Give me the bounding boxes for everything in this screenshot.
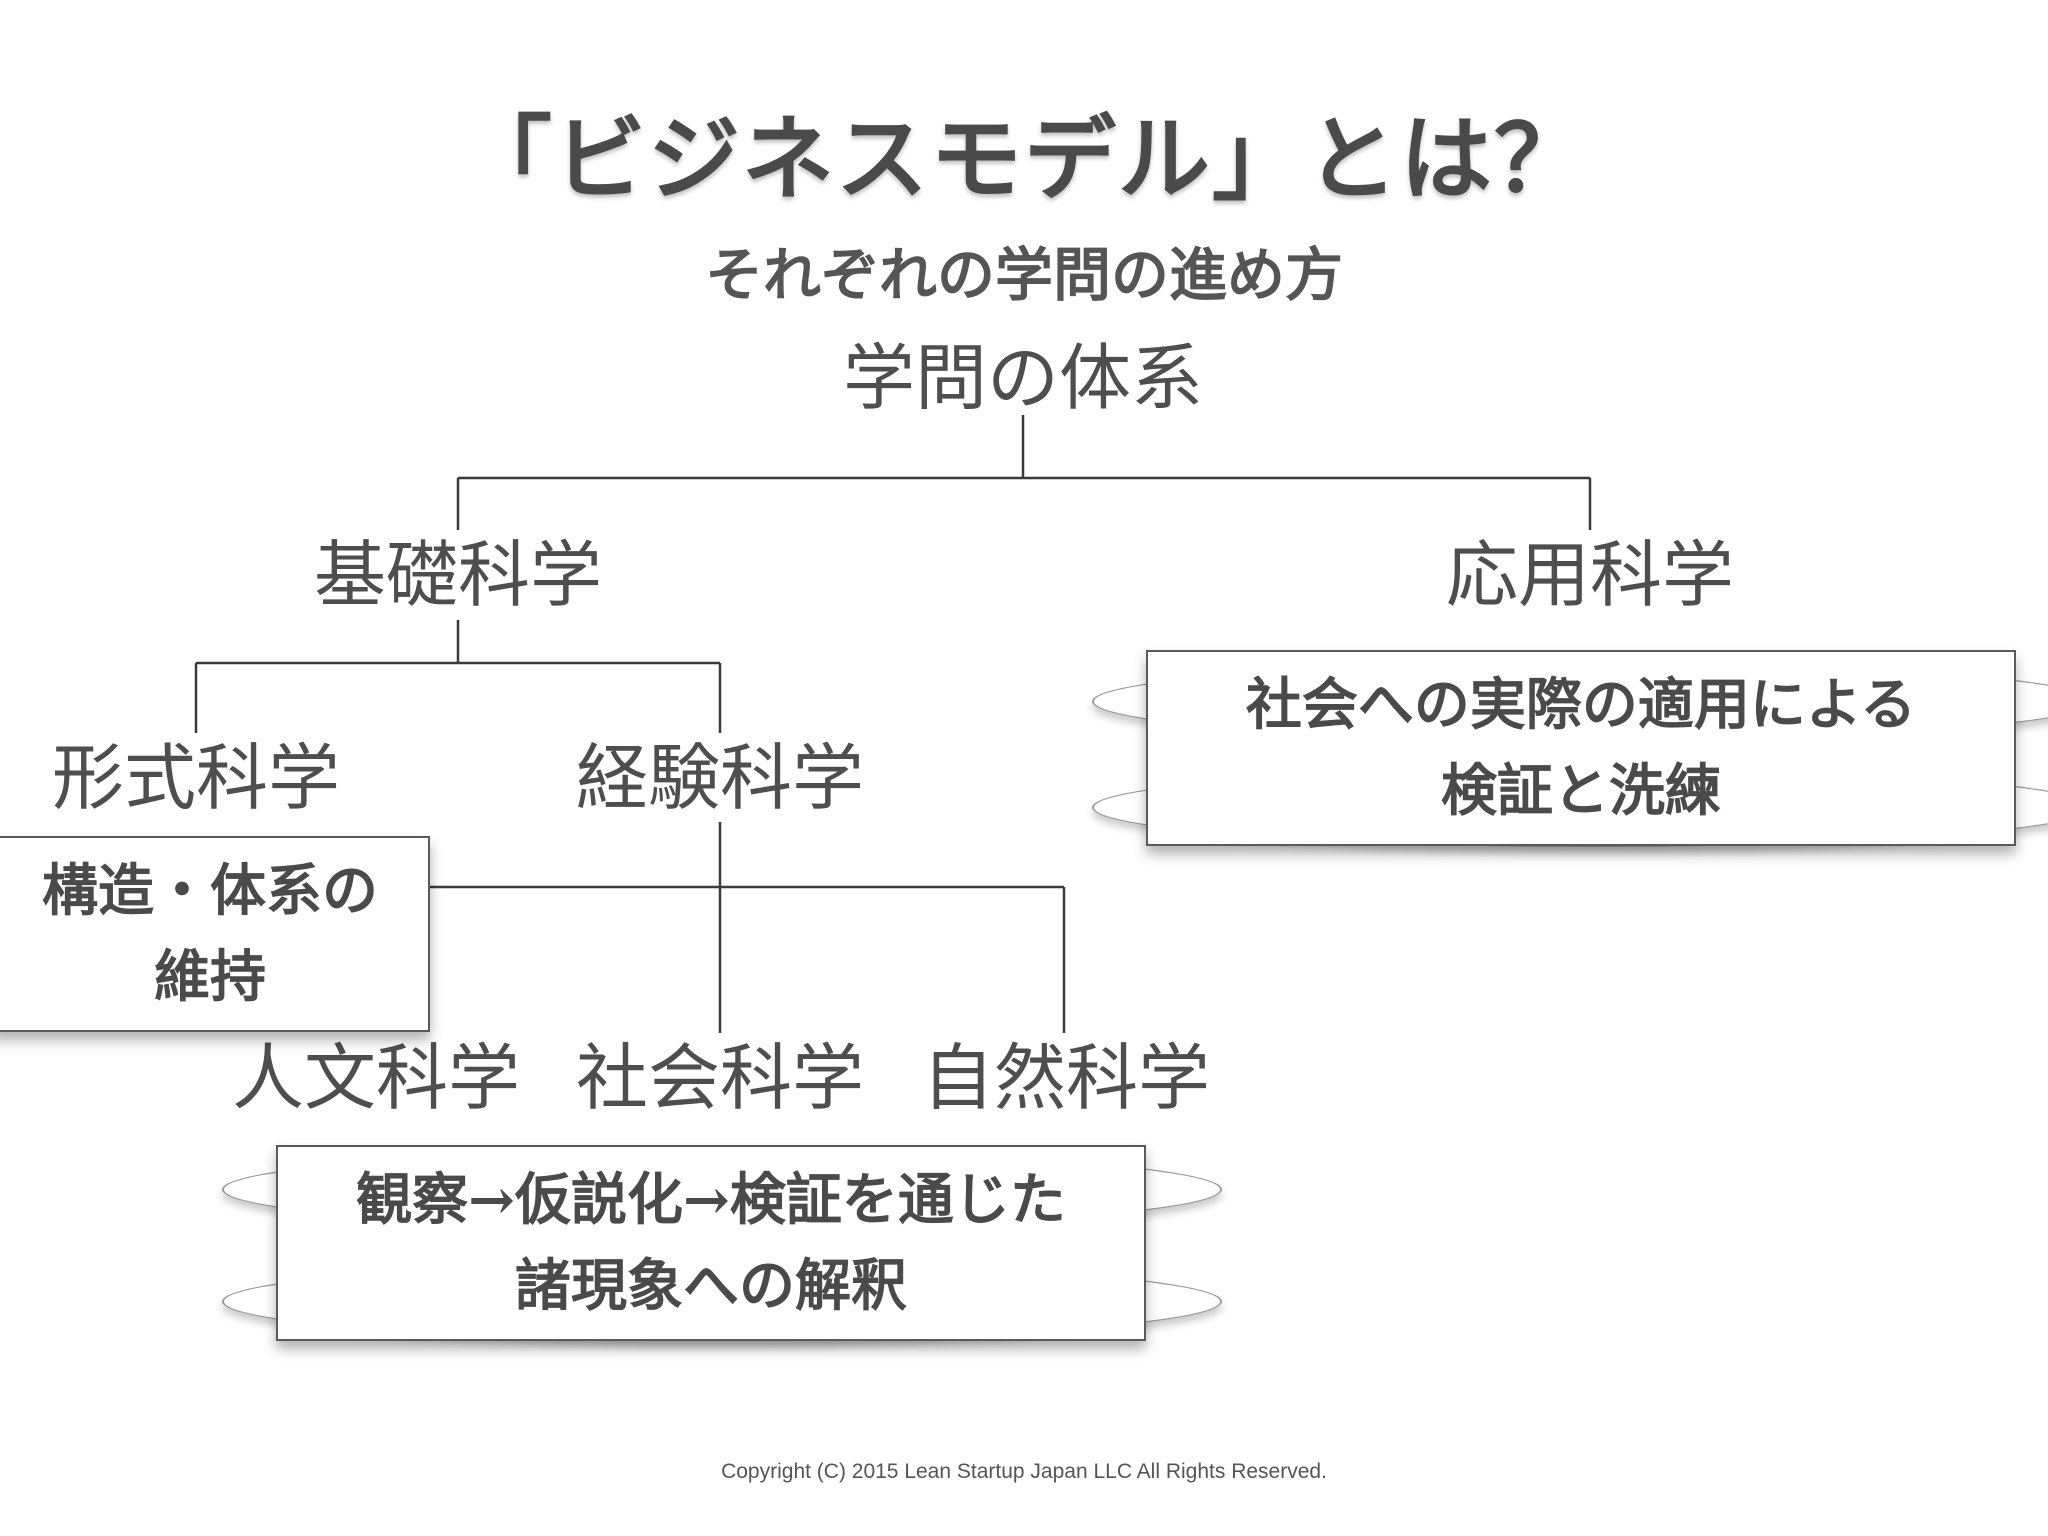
callout-applied-line2: 検証と洗練: [1441, 758, 1721, 824]
callout-applied-line1: 社会への実際の適用による: [1245, 672, 1917, 738]
node-social-science: 社会科学: [575, 1036, 864, 1120]
node-natural-science: 自然科学: [921, 1036, 1210, 1120]
callout-empirical-line1: 観察→仮説化→検証を通じた: [356, 1167, 1066, 1233]
callout-empirical-box: 観察→仮説化→検証を通じた 諸現象への解釈: [276, 1145, 1146, 1341]
slide-subtitle: それぞれの学問の進め方: [704, 241, 1343, 309]
node-humanities: 人文科学: [231, 1036, 520, 1120]
callout-formal-line2: 維持: [154, 944, 266, 1010]
callout-formal-box: 構造・体系の 維持: [0, 836, 430, 1032]
slide-title: 「ビジネスモデル」とは？: [459, 106, 1588, 213]
callout-applied-box: 社会への実際の適用による 検証と洗練: [1146, 650, 2016, 846]
callout-formal-line1: 構造・体系の: [42, 858, 378, 924]
node-basic-science: 基礎科学: [313, 533, 602, 617]
node-academic-system: 学問の体系: [842, 336, 1203, 420]
node-applied-science: 応用科学: [1445, 533, 1734, 617]
callout-empirical-line2: 諸現象への解釈: [515, 1253, 907, 1319]
node-formal-science: 形式科学: [51, 736, 340, 820]
node-empirical-science: 経験科学: [575, 736, 864, 820]
copyright-footer: Copyright (C) 2015 Lean Startup Japan LL…: [721, 1460, 1327, 1483]
